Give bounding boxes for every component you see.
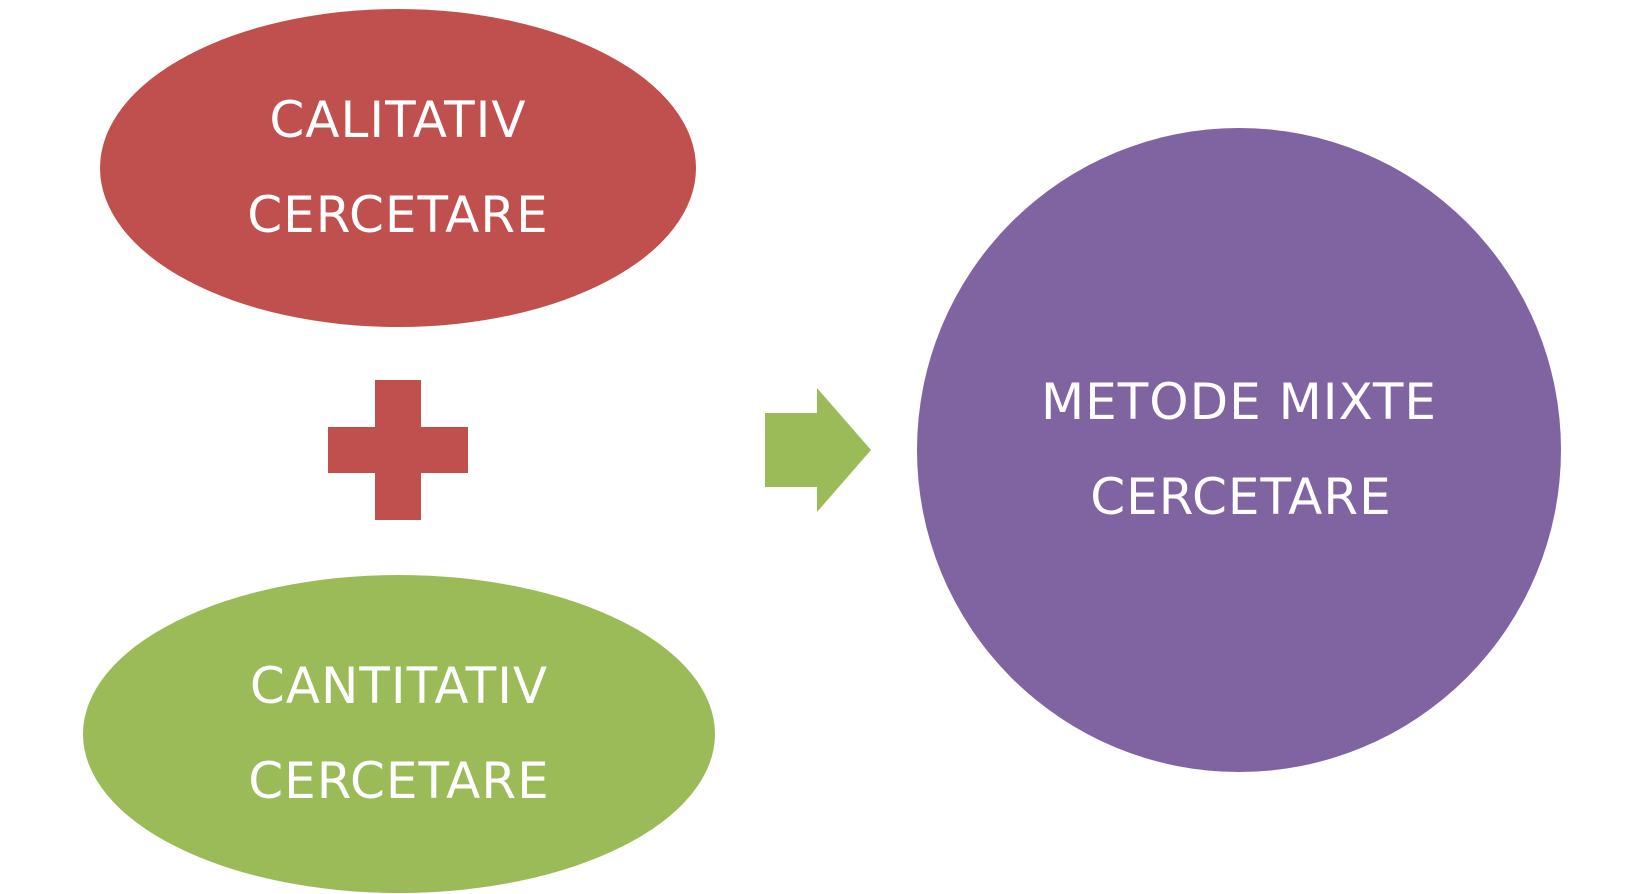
mixed-line1: METODE MIXTE (1040, 373, 1437, 431)
qualitative-research-ellipse: CALITATIV CERCETARE (100, 9, 696, 327)
arrow-shape (765, 388, 871, 512)
plus-shape (328, 380, 468, 520)
qualitative-line2: CERCETARE (247, 186, 549, 244)
arrow-right-icon (765, 388, 871, 512)
qualitative-line1: CALITATIV (269, 91, 527, 149)
quantitative-research-label: CANTITATIV CERCETARE (248, 639, 549, 829)
mixed-methods-label: METODE MIXTE CERCETARE (1041, 355, 1437, 545)
mixed-line2: CERCETARE (1090, 468, 1392, 526)
plus-icon (328, 380, 468, 520)
quantitative-research-ellipse: CANTITATIV CERCETARE (83, 575, 715, 893)
qualitative-research-label: CALITATIV CERCETARE (247, 73, 548, 263)
quantitative-line1: CANTITATIV (249, 657, 549, 715)
quantitative-line2: CERCETARE (248, 752, 550, 810)
mixed-methods-circle: METODE MIXTE CERCETARE (917, 128, 1561, 772)
